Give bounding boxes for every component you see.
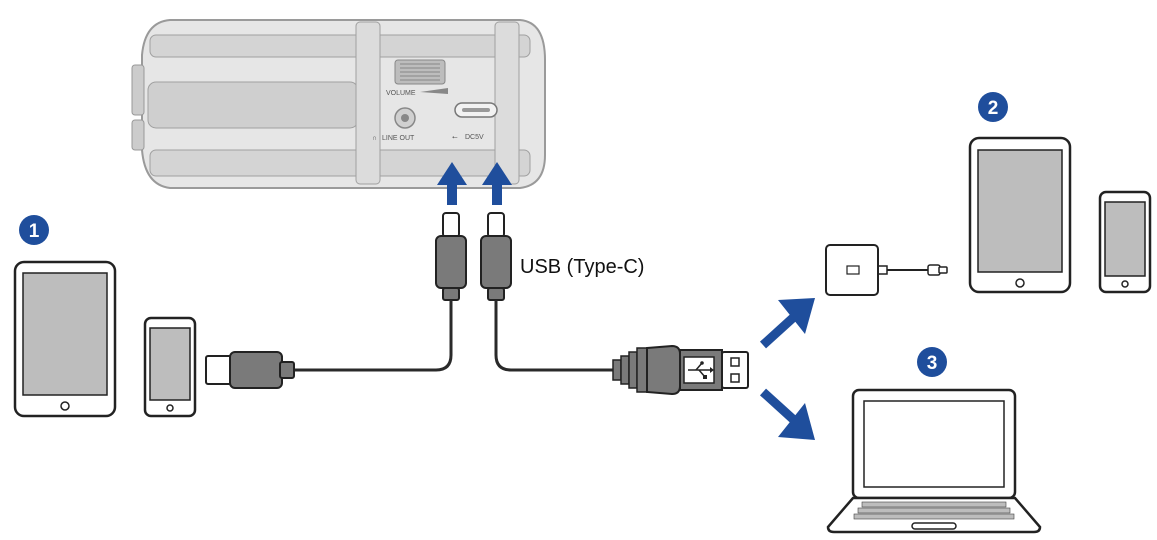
cable-right: [494, 300, 615, 372]
lightning-plug: [205, 351, 295, 389]
smartphone-icon-2: [1098, 190, 1152, 294]
recorder-device: VOLUME ∩ LINE OUT ⭠ DC5V: [131, 19, 546, 189]
badge-2: 2: [978, 92, 1008, 122]
svg-text:1: 1: [29, 221, 40, 242]
volume-label: VOLUME: [386, 90, 416, 97]
laptop-icon: [826, 388, 1042, 534]
badge-3: 3: [917, 347, 947, 377]
tablet-icon-2: [968, 136, 1072, 294]
usb-a-plug: [612, 344, 749, 396]
tablet-icon: [13, 260, 117, 418]
svg-text:2: 2: [988, 98, 999, 119]
usb-symbol-icon: ⭠: [452, 134, 458, 141]
headphone-icon: ∩: [372, 135, 377, 142]
volume-ramp-icon: [420, 88, 448, 94]
volume-wheel: [394, 59, 446, 85]
usb-c-connector-left: [435, 212, 467, 301]
line-out-label: LINE OUT: [382, 135, 415, 142]
cable-left: [295, 300, 453, 372]
badge-1: 1: [19, 215, 49, 245]
arrow-to-adapter: [759, 298, 815, 349]
usb-type-c-label: USB (Type-C): [520, 256, 644, 278]
laptop-keyboard: [853, 501, 1015, 520]
usb-trident-icon: [683, 356, 715, 384]
plug-in-arrow-right: [482, 162, 512, 205]
camera-adapter-icon: [825, 244, 948, 296]
smartphone-icon: [143, 316, 197, 418]
plug-in-arrow-left: [437, 162, 467, 205]
svg-text:3: 3: [927, 353, 938, 374]
arrow-to-laptop: [759, 388, 815, 440]
dc-label: DC5V: [465, 134, 484, 141]
usb-c-connector-right: [480, 212, 512, 301]
